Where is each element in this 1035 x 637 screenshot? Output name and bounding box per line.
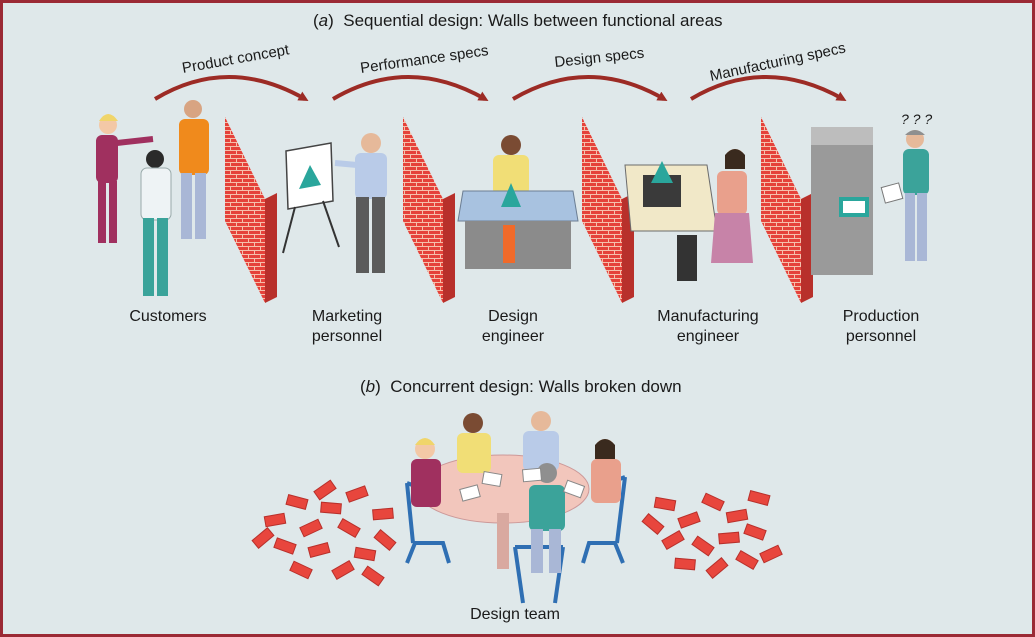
caption-b-letter: b bbox=[365, 377, 376, 396]
role-production-line1: Production bbox=[842, 308, 920, 325]
role-label-production: Production personnel bbox=[831, 307, 931, 347]
scattered-bricks-left bbox=[251, 479, 397, 587]
role-label-marketing: Marketing personnel bbox=[297, 307, 397, 347]
arrow-design-specs bbox=[511, 75, 668, 102]
design-team-label: Design team bbox=[470, 606, 560, 623]
confusion-question-marks: ? ? ? bbox=[901, 111, 932, 127]
scattered-bricks-right bbox=[641, 489, 783, 579]
role-customers-line1: Customers bbox=[129, 308, 207, 325]
caption-a-title: Sequential design: Walls between functio… bbox=[343, 11, 723, 30]
caption-concurrent: (b) Concurrent design: Walls broken down bbox=[360, 377, 682, 396]
brick-walls bbox=[225, 117, 813, 303]
brick-wall-2 bbox=[403, 117, 455, 303]
role-label-manufacturing-engineer: Manufacturing engineer bbox=[645, 307, 771, 347]
caption-a-letter: a bbox=[318, 11, 329, 30]
handoff-label-product-concept: Product concept bbox=[181, 41, 292, 77]
production-personnel-figure bbox=[811, 127, 929, 275]
arrow-performance-specs bbox=[331, 75, 489, 101]
role-marketing-line2: personnel bbox=[311, 328, 383, 345]
caption-b-title: Concurrent design: Walls broken down bbox=[390, 377, 682, 396]
illustration: Product concept Performance specs Design… bbox=[96, 40, 932, 604]
caption-sequential: (a) Sequential design: Walls between fun… bbox=[313, 11, 723, 30]
design-engineer-figure bbox=[457, 135, 579, 269]
role-production-line2: personnel bbox=[845, 328, 917, 345]
role-manufacturing-line2: engineer bbox=[676, 328, 740, 345]
handoff-label-performance-specs: Performance specs bbox=[359, 42, 489, 77]
role-label-customers: Customers bbox=[123, 307, 213, 327]
marketing-figure bbox=[282, 133, 387, 273]
arrow-product-concept bbox=[153, 75, 309, 101]
handoff-label-design-specs: Design specs bbox=[554, 45, 645, 71]
role-manufacturing-line1: Manufacturing bbox=[657, 308, 759, 325]
handoff-arrows bbox=[153, 75, 847, 102]
arrow-manufacturing-specs bbox=[689, 75, 847, 101]
manufacturing-engineer-figure bbox=[624, 149, 753, 281]
brick-wall-3 bbox=[582, 117, 634, 303]
design-team-figures bbox=[405, 411, 627, 604]
role-marketing-line1: Marketing bbox=[311, 308, 383, 325]
brick-wall-1 bbox=[225, 117, 277, 303]
role-design-line1: Design bbox=[488, 308, 538, 325]
brick-wall-4 bbox=[761, 117, 813, 303]
role-label-design-engineer: Design engineer bbox=[473, 307, 553, 347]
role-design-line2: engineer bbox=[481, 328, 545, 345]
customers-figures bbox=[96, 100, 209, 296]
